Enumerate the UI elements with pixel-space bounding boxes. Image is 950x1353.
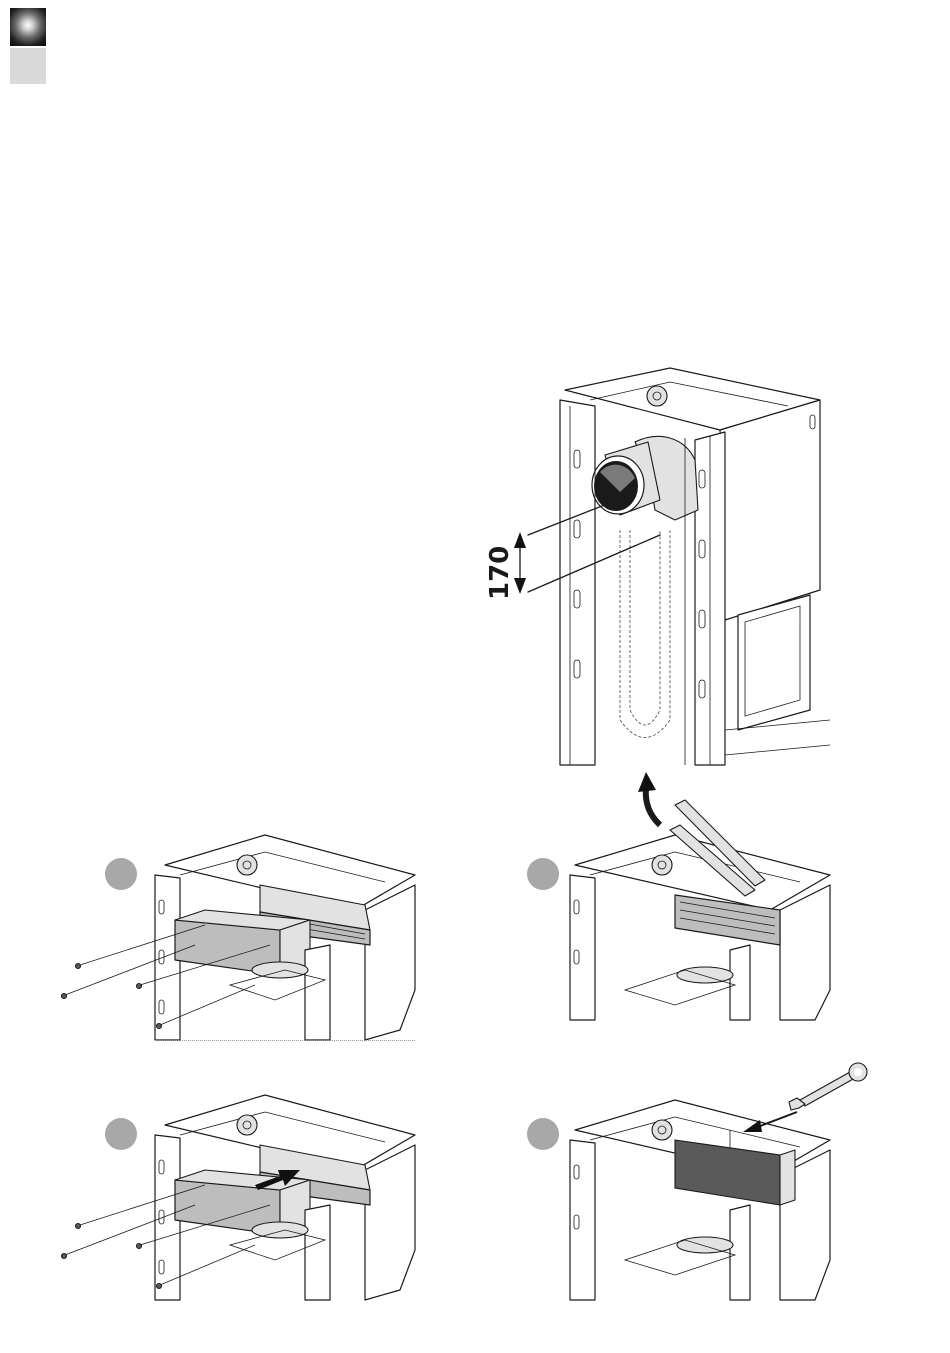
dimension-label: 170 <box>485 546 515 600</box>
step-1-caption-rule <box>155 1040 415 1042</box>
chapter-tab-light <box>10 48 46 84</box>
step-4-circle <box>527 1118 559 1150</box>
main-duct-illustration: 170 <box>470 360 830 770</box>
step-2-circle <box>527 858 559 890</box>
step-1-illustration <box>55 830 425 1040</box>
chapter-tab-dark <box>10 8 46 46</box>
step-3-illustration <box>55 1090 425 1300</box>
step-2-illustration <box>565 800 840 1020</box>
step-4-illustration <box>565 1060 875 1300</box>
